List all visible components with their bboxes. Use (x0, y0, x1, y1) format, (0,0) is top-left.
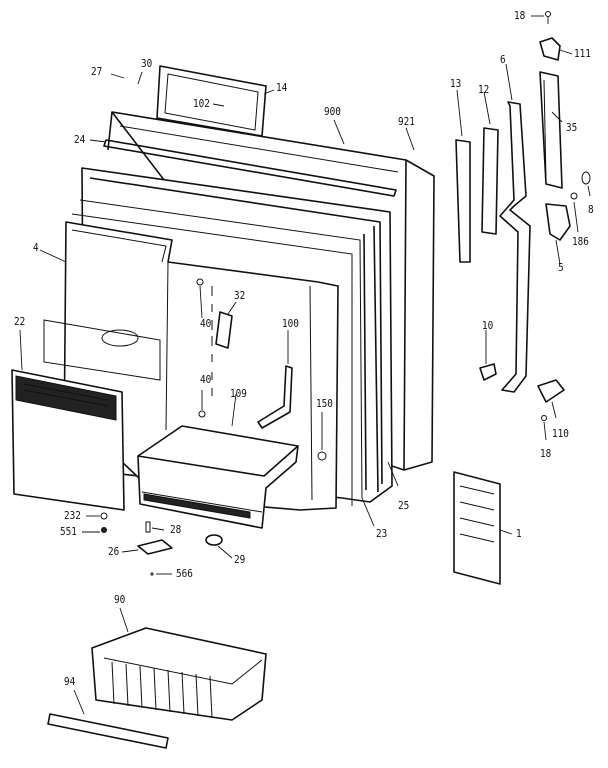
part-32-bracket (215, 311, 233, 349)
part-110-cover (537, 379, 565, 421)
part-8-pin (581, 171, 591, 185)
part-1-booklet (453, 471, 501, 585)
callout-32: 32 (234, 289, 246, 302)
callout-4: 4 (33, 241, 39, 254)
callout-921: 921 (398, 115, 415, 128)
callout-100: 100 (282, 317, 299, 330)
callout-111: 111 (574, 47, 591, 60)
part-186-pin (570, 192, 578, 200)
callout-8: 8 (588, 203, 594, 216)
callout-186: 186 (572, 235, 589, 248)
callout-232: 232 (64, 509, 81, 522)
callout-1: 1 (516, 527, 522, 540)
callout-40-top: 40 (200, 317, 212, 330)
callout-29: 29 (234, 553, 246, 566)
part-18-screw-top (545, 11, 551, 24)
part-94-trim-bar (47, 713, 169, 749)
callout-6: 6 (500, 53, 506, 66)
part-24-breaker-strip (103, 139, 397, 197)
callout-94: 94 (64, 675, 76, 688)
callout-5: 5 (558, 261, 564, 274)
part-12-strip (481, 127, 499, 235)
callout-12: 12 (478, 83, 490, 96)
callout-110: 110 (552, 427, 569, 440)
part-22-panel (11, 369, 125, 511)
callout-102: 102 (193, 97, 210, 110)
part-111-hinge (539, 37, 561, 61)
part-35-channel (539, 71, 563, 189)
callout-10: 10 (482, 319, 494, 332)
callout-30: 30 (141, 57, 153, 70)
callout-35: 35 (566, 121, 578, 134)
part-40-studs (196, 278, 213, 418)
part-10-cap (479, 363, 497, 381)
callout-27: 27 (91, 65, 103, 78)
part-100-bracket (257, 365, 293, 429)
callout-566: 566 (176, 567, 193, 580)
callout-40-bottom: 40 (200, 373, 212, 386)
callout-24: 24 (74, 133, 86, 146)
callout-14: 14 (276, 81, 288, 94)
callout-90: 90 (114, 593, 126, 606)
part-6-handle (499, 101, 531, 393)
callout-109: 109 (230, 387, 247, 400)
callout-28: 28 (170, 523, 182, 536)
callout-900: 900 (324, 105, 341, 118)
leader-lines (19, 15, 591, 715)
callout-13: 13 (450, 77, 462, 90)
part-4-inner-liner (43, 221, 339, 511)
part-90-basket (91, 627, 267, 721)
small-hardware (100, 512, 223, 576)
callout-25: 25 (398, 499, 410, 512)
part-13-strip (455, 139, 471, 263)
part-109-tray (137, 425, 299, 529)
callout-22: 22 (14, 315, 26, 328)
callout-551: 551 (60, 525, 77, 538)
callout-18-bottom: 18 (540, 447, 552, 460)
part-150-knob (317, 451, 327, 461)
callout-150: 150 (316, 397, 333, 410)
callout-26: 26 (108, 545, 120, 558)
callout-23: 23 (376, 527, 388, 540)
part-5-hinge (545, 203, 571, 241)
callout-18-top: 18 (514, 9, 526, 22)
